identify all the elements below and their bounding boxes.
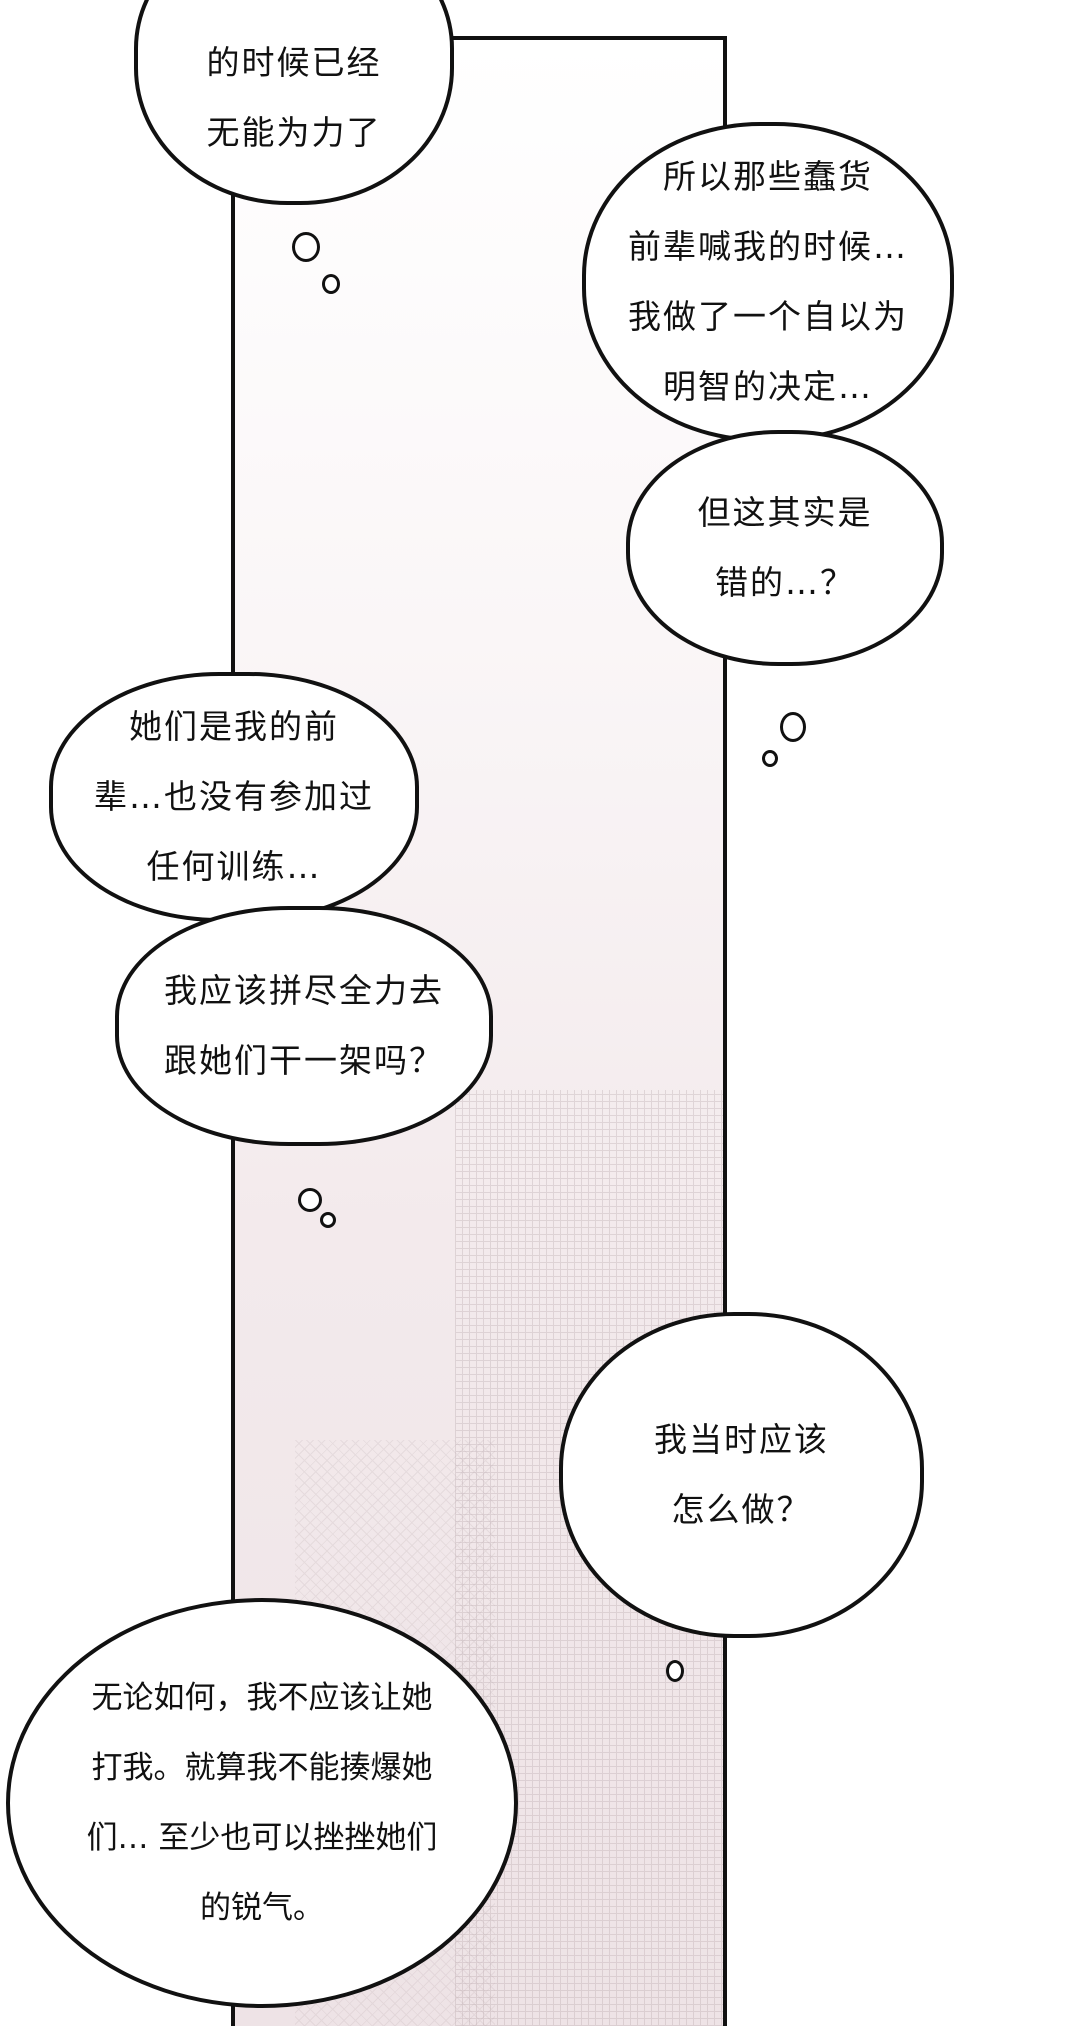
bubble-text: 无论如何，我不应该让她 xyxy=(91,1680,433,1716)
bubble-text: 我当时应该 xyxy=(654,1420,829,1459)
bubble-text: 错的…？ xyxy=(715,563,855,602)
bubble-text: 所以那些蠢货 xyxy=(663,157,873,196)
thought-dot xyxy=(666,1660,684,1682)
speech-bubble: 无论如何，我不应该让她 打我。就算我不能揍爆她 们… 至少也可以挫挫她们 的锐气… xyxy=(6,1598,518,2008)
thought-bubble: 所以那些蠢货 前辈喊我的时候… 我做了一个自以为 明智的决定… xyxy=(582,122,954,442)
thought-dot xyxy=(298,1188,322,1212)
bubble-text: 但这其实是 xyxy=(697,493,873,532)
thought-dot xyxy=(762,750,778,767)
bubble-text: 我应该拼尽全力去 xyxy=(164,971,444,1010)
bubble-text: 怎么做？ xyxy=(671,1490,812,1529)
bubble-text: 无能为力了 xyxy=(206,112,382,152)
bubble-text: 明智的决定… xyxy=(663,367,873,406)
thought-bubble: 我应该拼尽全力去 跟她们干一架吗？ xyxy=(115,906,493,1146)
thought-bubble: 她们是我的前 辈…也没有参加过 任何训练… xyxy=(49,672,419,922)
bubble-text: 打我。就算我不能揍爆她 xyxy=(91,1750,433,1786)
thought-bubble: 我当时应该 怎么做？ xyxy=(559,1312,924,1638)
bubble-text: 任何训练… xyxy=(146,847,322,886)
bubble-text: 前辈喊我的时候… xyxy=(628,227,908,266)
bubble-text: 的时候已经 xyxy=(206,42,382,82)
bubble-text: 跟她们干一架吗？ xyxy=(164,1041,444,1080)
thought-dot xyxy=(292,232,320,262)
bubble-text: 辈…也没有参加过 xyxy=(94,777,374,816)
bubble-text: 我做了一个自以为 xyxy=(628,297,908,336)
bubble-text: 的锐气。 xyxy=(200,1890,324,1926)
thought-bubble: 但这其实是 错的…？ xyxy=(626,430,944,666)
thought-dot xyxy=(322,274,340,294)
thought-dot xyxy=(780,712,806,742)
bubble-text: 们… 至少也可以挫挫她们 xyxy=(86,1820,438,1856)
thought-dot xyxy=(320,1212,336,1228)
bubble-text: 她们是我的前 xyxy=(129,707,339,746)
